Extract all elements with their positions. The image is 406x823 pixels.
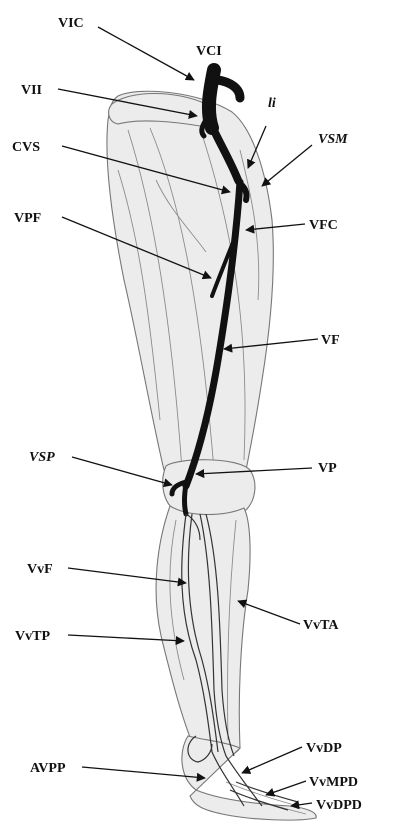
vena-cava (209, 70, 214, 128)
arrow-vvdp (242, 747, 302, 773)
metatarsal-vein-2 (236, 782, 298, 802)
label-vvta: VvTA (303, 618, 339, 633)
label-vci: VCI (196, 44, 222, 59)
label-vp: VP (318, 461, 337, 476)
label-vvtp: VvTP (15, 629, 50, 644)
popliteal-vein (185, 484, 187, 514)
label-vvf: VvF (27, 562, 53, 577)
label-vvdp: VvDP (306, 741, 342, 756)
label-vii: VII (21, 83, 42, 98)
arrow-vsm (262, 145, 312, 186)
dorsal-pedal-vein-2 (226, 756, 262, 806)
label-avpp: AVPP (30, 761, 66, 776)
label-vvdpd: VvDPD (316, 798, 362, 813)
label-li: li (268, 96, 276, 111)
label-vvmpd: VvMPD (309, 775, 358, 790)
label-vpf: VPF (14, 211, 41, 226)
label-vsp: VSP (29, 450, 55, 465)
arrow-vvmpd (266, 781, 306, 795)
label-cvs: CVS (12, 140, 40, 155)
label-vic: VIC (58, 16, 84, 31)
vena-cava-branch (218, 80, 240, 98)
arrow-vvta (238, 601, 300, 624)
thigh-outline (107, 91, 273, 486)
arrow-vsp (72, 457, 172, 485)
label-vsm: VSM (318, 132, 348, 147)
label-vf: VF (321, 333, 340, 348)
arrow-vic (98, 27, 194, 80)
leg-illustration (107, 91, 316, 820)
lower-leg-outline (156, 506, 250, 758)
label-vfc: VFC (309, 218, 338, 233)
